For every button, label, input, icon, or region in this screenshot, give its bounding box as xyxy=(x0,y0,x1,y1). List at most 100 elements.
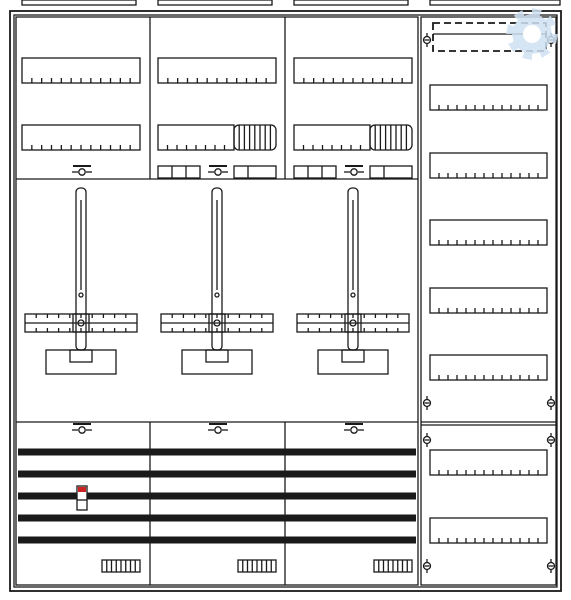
top-column-2 xyxy=(157,57,277,179)
breaker-indicator xyxy=(78,487,86,492)
test-point-circle xyxy=(214,168,222,176)
din-rail xyxy=(21,124,141,151)
din-rail-body xyxy=(429,152,548,179)
meter-mount-hole xyxy=(214,292,220,298)
breaker xyxy=(76,485,88,511)
din-rail xyxy=(21,57,141,84)
enclosure-frame xyxy=(9,0,562,592)
din-rail-body xyxy=(429,449,548,476)
test-point-icon xyxy=(72,165,92,176)
meter-mount-center xyxy=(349,319,357,327)
screw-head xyxy=(546,398,556,408)
din-rail-body xyxy=(429,219,548,246)
terminal-strip xyxy=(237,559,277,573)
meter-mount-1 xyxy=(24,187,138,375)
screw-icon xyxy=(546,433,556,447)
terminal-block xyxy=(233,124,277,151)
meter-base-notch xyxy=(341,349,365,363)
top-column-3 xyxy=(293,57,413,179)
meter-mount-center xyxy=(213,319,221,327)
din-rail-right xyxy=(429,354,548,381)
test-point-icon xyxy=(72,423,92,434)
meter-base-notch xyxy=(205,349,229,363)
din-rail-right xyxy=(429,517,548,544)
module-box xyxy=(293,165,337,179)
test-point-icon xyxy=(208,423,228,434)
din-rail xyxy=(293,124,371,151)
top-hinge-tab xyxy=(157,0,273,6)
din-rail-right xyxy=(429,84,548,111)
screw-icon xyxy=(422,396,432,410)
din-rail-right xyxy=(429,152,548,179)
meter-mount-hub xyxy=(208,313,226,333)
meter-mount-3 xyxy=(296,187,410,375)
test-point-icon xyxy=(344,423,364,434)
main-grid xyxy=(15,16,557,586)
screw-icon xyxy=(422,33,432,47)
busbar-3 xyxy=(18,492,416,500)
din-rail xyxy=(157,57,277,84)
test-point-circle xyxy=(214,426,222,434)
top-hinge-tab xyxy=(429,0,561,6)
din-rail xyxy=(293,57,413,84)
din-rail-body xyxy=(429,354,548,381)
meter-zone xyxy=(24,187,410,375)
right-column xyxy=(422,22,556,573)
meter-mount-2 xyxy=(160,187,274,375)
test-point-circle xyxy=(350,168,358,176)
top-hinge-tab xyxy=(21,0,137,6)
screw-icon xyxy=(546,559,556,573)
module-row xyxy=(293,165,413,179)
module-box xyxy=(157,165,201,179)
module-box xyxy=(233,165,277,179)
busbar-5 xyxy=(18,536,416,544)
din-rail xyxy=(157,124,235,151)
din-rail-body xyxy=(429,84,548,111)
din-rail-right xyxy=(429,449,548,476)
test-point-circle xyxy=(350,426,358,434)
meter-mount-hub xyxy=(72,313,90,333)
gear-watermark-hole xyxy=(523,25,541,43)
meter-mount-hub xyxy=(344,313,362,333)
gear-watermark-icon xyxy=(506,8,558,60)
screw-head xyxy=(546,435,556,445)
top-hinge-tab xyxy=(293,0,409,6)
breaker-body xyxy=(76,485,88,511)
busbar-1 xyxy=(18,448,416,456)
terminal-strip xyxy=(101,559,141,573)
screw-head xyxy=(422,561,432,571)
right-section-outline xyxy=(420,16,557,586)
busbar-4 xyxy=(18,514,416,522)
screw-head xyxy=(546,561,556,571)
screw-head xyxy=(422,398,432,408)
din-rail-right xyxy=(429,219,548,246)
meter-base-notch xyxy=(69,349,93,363)
screw-icon xyxy=(422,559,432,573)
terminal-strip xyxy=(373,559,413,573)
outer-frame xyxy=(9,10,562,592)
module-box xyxy=(369,165,413,179)
top-din-zone xyxy=(21,57,413,179)
meter-mount-hole xyxy=(78,292,84,298)
terminal-block xyxy=(369,124,413,151)
din-rail-body xyxy=(429,517,548,544)
screw-head xyxy=(422,435,432,445)
test-point-icon xyxy=(344,165,364,176)
test-point-circle xyxy=(78,426,86,434)
din-rail-body xyxy=(429,287,548,314)
screw-icon xyxy=(546,396,556,410)
screw-icon xyxy=(422,433,432,447)
din-rail-right xyxy=(429,287,548,314)
module-row xyxy=(157,165,277,179)
left-section-outline xyxy=(15,16,419,586)
meter-mount-hole xyxy=(350,292,356,298)
test-point-circle xyxy=(78,168,86,176)
screw-head xyxy=(422,35,432,45)
test-point-icon xyxy=(208,165,228,176)
inner-frame xyxy=(13,14,558,588)
top-column-1 xyxy=(21,57,141,176)
busbar-zone xyxy=(18,423,416,573)
meter-mount-center xyxy=(77,319,85,327)
busbar-2 xyxy=(18,470,416,478)
